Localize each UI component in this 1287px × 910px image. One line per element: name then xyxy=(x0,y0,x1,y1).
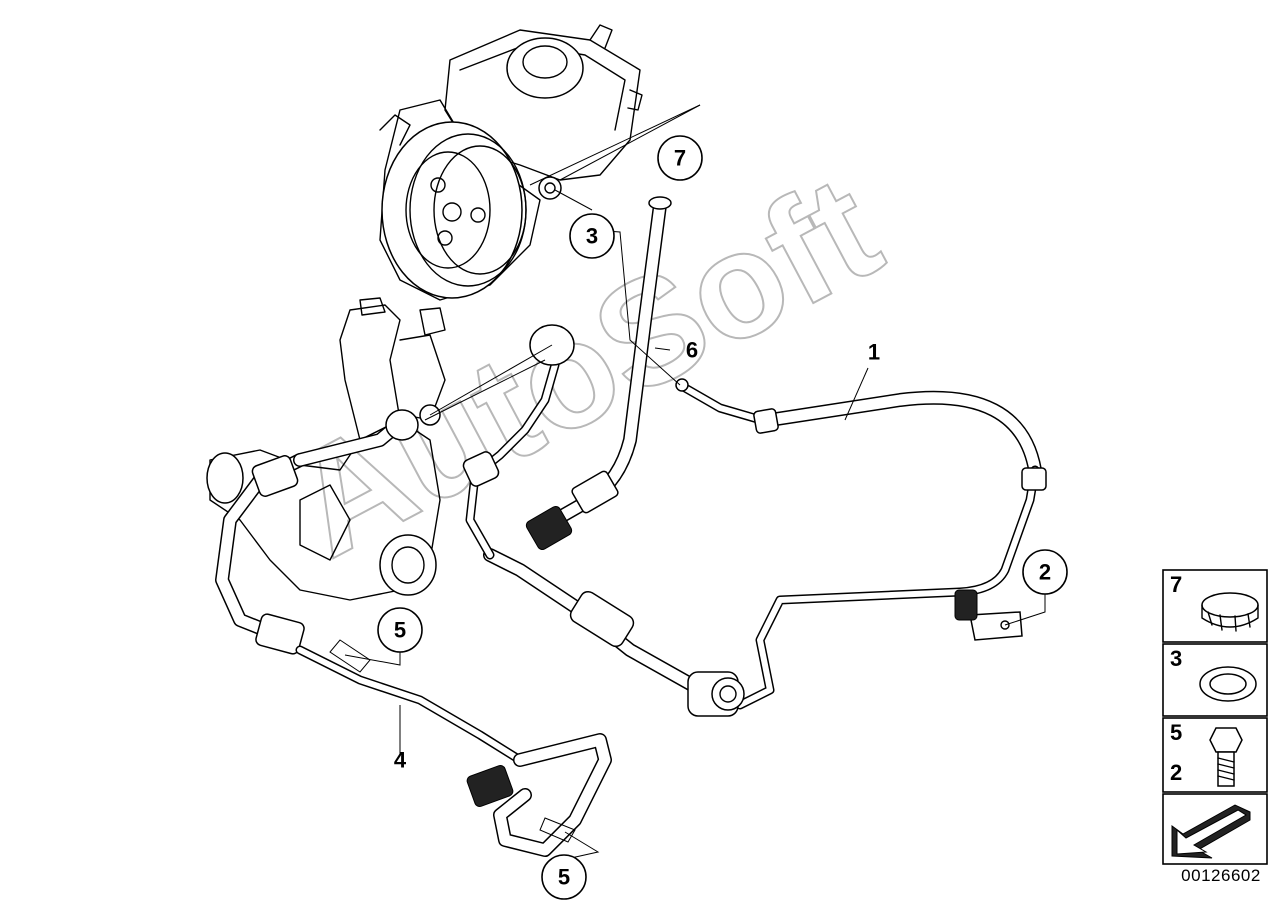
steering-pump-illustration xyxy=(379,24,643,301)
legend-row-3: 3 xyxy=(1170,646,1182,671)
return-hose-part-6 xyxy=(525,196,672,551)
callout-2: 2 xyxy=(1022,549,1068,595)
callout-1: 1 xyxy=(868,340,880,365)
legend-row-5: 5 xyxy=(1170,720,1182,745)
svg-text:3: 3 xyxy=(586,224,598,249)
svg-text:6: 6 xyxy=(686,338,698,363)
svg-text:2: 2 xyxy=(1039,560,1051,585)
callout-5-lower: 5 xyxy=(541,854,587,900)
callout-4: 4 xyxy=(394,748,407,773)
svg-text:4: 4 xyxy=(394,748,407,773)
pressure-hose-part-1 xyxy=(462,324,1047,717)
callout-5-upper: 5 xyxy=(377,607,423,653)
svg-text:5: 5 xyxy=(558,865,570,890)
legend-row-2: 2 xyxy=(1170,760,1182,785)
direction-arrow-icon xyxy=(1171,804,1251,859)
legend-row-7: 7 xyxy=(1170,572,1182,597)
svg-text:1: 1 xyxy=(868,340,880,365)
watermark-text: AutoSoft xyxy=(266,143,904,589)
svg-text:5: 5 xyxy=(394,618,406,643)
callout-3: 3 xyxy=(569,213,615,259)
legend-panel: 7 3 5 2 xyxy=(1162,569,1268,865)
bracket-part-2 xyxy=(954,589,1023,641)
return-line-part-4 xyxy=(215,409,612,857)
leader-lines xyxy=(344,104,1046,861)
diagram-number: 00126602 xyxy=(1181,866,1261,885)
bolt-icon xyxy=(1209,727,1243,787)
hose-clamp-icon xyxy=(1201,592,1259,632)
callout-6: 6 xyxy=(686,338,698,363)
callout-7: 7 xyxy=(657,135,703,181)
sealing-ring-icon xyxy=(1199,666,1257,702)
svg-text:7: 7 xyxy=(674,146,686,171)
